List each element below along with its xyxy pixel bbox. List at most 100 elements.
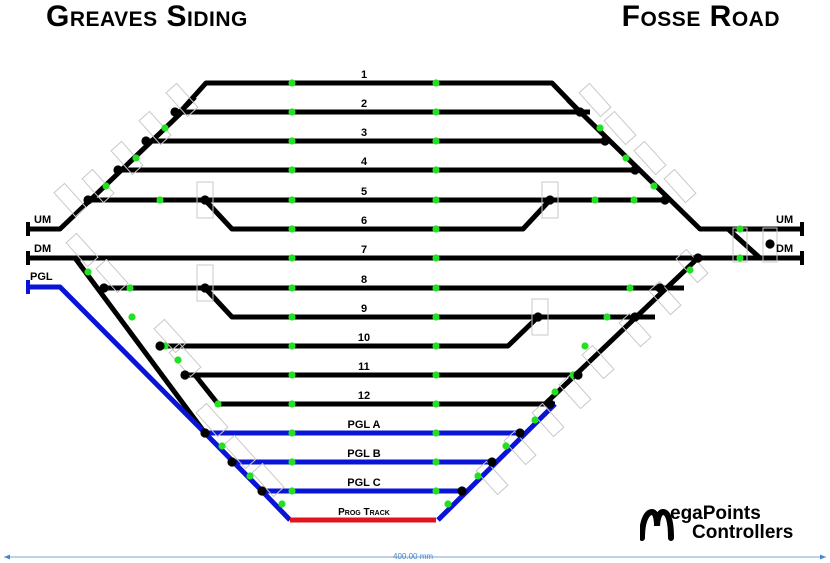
- track-label-8: 8: [361, 274, 367, 286]
- section-break-dot: [432, 284, 440, 292]
- section-break-dot: [432, 225, 440, 233]
- point-motor-dot: [655, 283, 665, 293]
- point-outline: [648, 280, 682, 316]
- track-label-16: Prog Track: [338, 507, 390, 518]
- section-break-dot: [630, 196, 638, 204]
- point-outline: [618, 312, 652, 348]
- point-motor-dot: [533, 312, 543, 322]
- left-station-title: Greaves Siding: [46, 0, 248, 33]
- point-outline: [531, 402, 565, 438]
- track-label-15: PGL C: [347, 477, 380, 489]
- megapoints-logo: egaPoints Controllers: [640, 502, 800, 546]
- buffer-um-right: [800, 222, 804, 236]
- section-break-dot: [432, 196, 440, 204]
- section-break-dot: [432, 166, 440, 174]
- point-motor-dot: [660, 195, 670, 205]
- um-left-approach: [28, 110, 184, 232]
- section-break-dot: [432, 487, 440, 495]
- point-motor-dot: [575, 107, 585, 117]
- point-motor-dot: [545, 399, 555, 409]
- point-motor-dot: [515, 428, 525, 438]
- dm-left-fan: [72, 256, 208, 435]
- point-outline: [81, 168, 115, 204]
- section-break-dot: [502, 442, 510, 450]
- port-label-um-right: UM: [776, 214, 793, 226]
- point-motor-dot: [630, 312, 640, 322]
- section-break-dot: [686, 266, 694, 274]
- point-outline: [541, 181, 559, 219]
- section-break-dot: [246, 472, 254, 480]
- section-break-dot: [581, 342, 589, 350]
- point-motor-dot: [200, 195, 210, 205]
- buffer-pgl-left: [26, 280, 30, 294]
- section-break-dot: [278, 500, 286, 508]
- point-outline: [53, 182, 87, 218]
- section-break-dot: [736, 225, 744, 233]
- point-motor-dot: [99, 283, 109, 293]
- track-line-10: [160, 315, 540, 349]
- um-right-approach: [566, 98, 802, 232]
- point-motor-dot: [227, 457, 237, 467]
- section-break-dot: [432, 400, 440, 408]
- point-outline: [168, 342, 202, 378]
- section-break-dot: [531, 416, 539, 424]
- section-break-dot: [174, 356, 182, 364]
- point-motor-dot: [170, 107, 180, 117]
- section-break-dot: [288, 225, 296, 233]
- dimension-line: [4, 554, 826, 560]
- point-outline: [503, 430, 537, 466]
- section-break-dot: [288, 458, 296, 466]
- point-outline: [251, 462, 285, 498]
- section-break-dot: [432, 108, 440, 116]
- point-outline: [633, 140, 667, 176]
- point-outline: [165, 82, 199, 118]
- track-label-9: 9: [361, 303, 367, 315]
- track-label-4: 4: [361, 156, 368, 168]
- point-outline: [196, 181, 214, 219]
- section-break-dot: [288, 108, 296, 116]
- section-break-dot: [288, 254, 296, 262]
- buffer-dm-right: [800, 251, 804, 265]
- point-motor-dot: [200, 283, 210, 293]
- track-line-9: [203, 286, 655, 320]
- port-label-dm-left: DM: [34, 243, 51, 255]
- section-break-dot: [288, 429, 296, 437]
- point-motor-dot: [487, 457, 497, 467]
- port-label-pgl-left: PGL: [30, 271, 53, 283]
- point-motor-dot: [765, 239, 775, 249]
- section-break-dot: [218, 442, 226, 450]
- section-break-dot: [132, 154, 140, 162]
- section-break-dot: [288, 342, 296, 350]
- track-label-6: 6: [361, 215, 367, 227]
- point-motor-dot: [83, 195, 93, 205]
- point-motor-dot: [573, 370, 583, 380]
- section-break-dot: [432, 458, 440, 466]
- point-motor-dot: [457, 486, 467, 496]
- buffer-um-left: [26, 222, 30, 236]
- point-motor-dot: [600, 136, 610, 146]
- point-motor-dot: [630, 165, 640, 175]
- point-motor-dot: [113, 165, 123, 175]
- section-break-dot: [650, 182, 658, 190]
- track-line-1: [178, 80, 582, 114]
- section-break-dot: [288, 284, 296, 292]
- point-outline: [531, 298, 549, 336]
- point-outline: [138, 110, 172, 146]
- section-break-dot: [161, 124, 169, 132]
- section-break-dot: [432, 254, 440, 262]
- point-outline: [603, 110, 637, 146]
- section-break-dot: [288, 137, 296, 145]
- section-break-dot: [626, 284, 634, 292]
- section-break-dot: [432, 371, 440, 379]
- point-outline: [475, 460, 509, 496]
- section-break-dot: [432, 429, 440, 437]
- point-outline: [581, 344, 615, 380]
- section-break-dot: [288, 79, 296, 87]
- point-outline: [95, 258, 129, 294]
- track-label-11: 11: [358, 361, 370, 373]
- point-motor-dot: [693, 253, 703, 263]
- section-break-dot: [603, 313, 611, 321]
- section-break-dot: [622, 154, 630, 162]
- point-motor-dot: [257, 486, 267, 496]
